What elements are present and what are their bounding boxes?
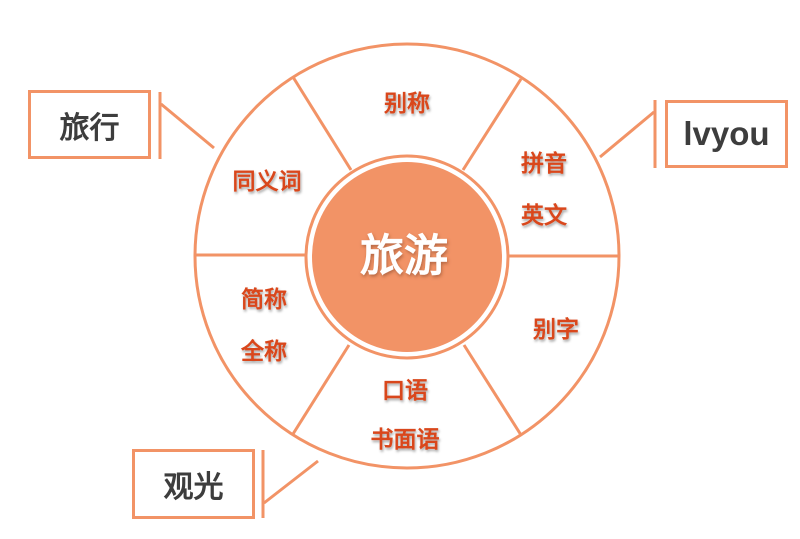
center-fill xyxy=(312,162,502,352)
segment-label-lower-right: 别字 xyxy=(532,316,579,343)
callout-connector-bottom xyxy=(261,450,319,518)
center-label: 旅游 xyxy=(360,231,448,282)
callout-label-bottom: 观光 xyxy=(163,470,224,505)
segment-label-upper-right-1: 拼音 xyxy=(521,150,567,177)
callout-box-bottom: 观光 xyxy=(132,449,255,519)
segment-dividers xyxy=(195,76,619,436)
segment-label-upper-right-2: 英文 xyxy=(521,202,568,229)
segment-label-bottom-1: 口语 xyxy=(382,378,428,404)
segment-label-top: 别称 xyxy=(383,90,430,117)
callout-label-left: 旅行 xyxy=(59,110,120,146)
segment-label-upper-left: 同义词 xyxy=(233,169,302,195)
segment-label-lower-left-2: 全称 xyxy=(240,338,287,365)
callout-label-right: lvyou xyxy=(683,115,770,152)
callout-box-right: lvyou xyxy=(665,100,788,168)
segment-label-bottom-2: 书面语 xyxy=(371,427,440,453)
callout-box-left: 旅行 xyxy=(28,90,151,159)
segment-label-lower-left-1: 简称 xyxy=(241,286,287,313)
callout-connector-right xyxy=(599,100,657,168)
callout-connector-left xyxy=(158,92,215,159)
